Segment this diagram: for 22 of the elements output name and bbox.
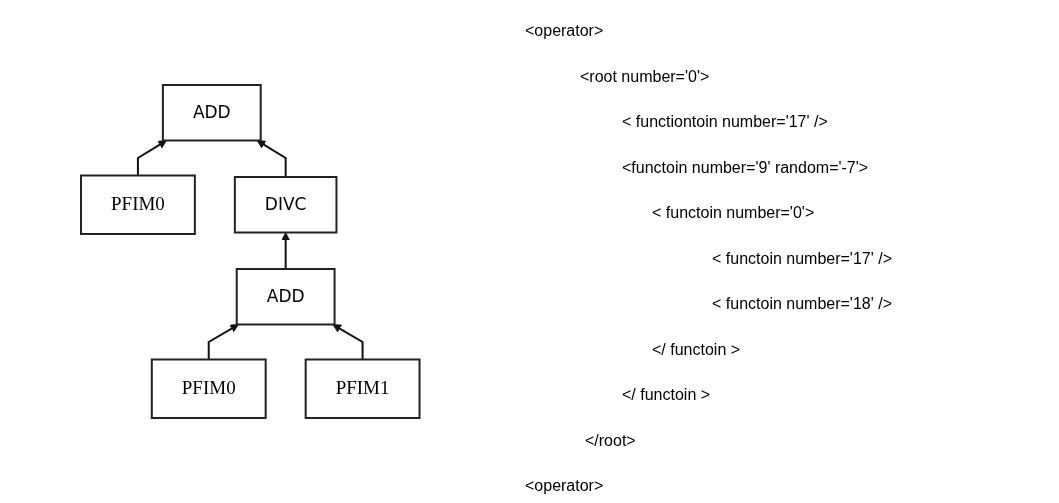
node-box: DIVC [233,176,338,234]
node-box: ADD [161,84,262,142]
code-line: < functoin number='18' /> [712,294,892,314]
arrow [332,324,364,361]
code-line: <root number='0'> [580,66,710,87]
node-box: PFIM0 [79,174,196,235]
code-line: </ functoin > [652,339,741,360]
arrow [256,140,287,178]
code-line: < functiontoin number='17' /> [622,112,828,132]
arrow [281,232,290,270]
code-line: <operator> [525,21,604,41]
code-line: < functoin number='17' /> [712,248,892,269]
code-line: </root> [585,430,636,451]
node-box: PFIM0 [150,358,267,419]
node-box: ADD [235,268,336,326]
node-box: PFIM1 [304,358,421,419]
arrow [207,324,239,361]
code-line: < functoin number='0'> [652,203,815,223]
arrow [136,140,167,177]
code-line: <operator> [525,476,604,496]
code-line: <functoin number='9' random='-7'> [622,157,869,178]
code-line: </ functoin > [622,385,711,405]
